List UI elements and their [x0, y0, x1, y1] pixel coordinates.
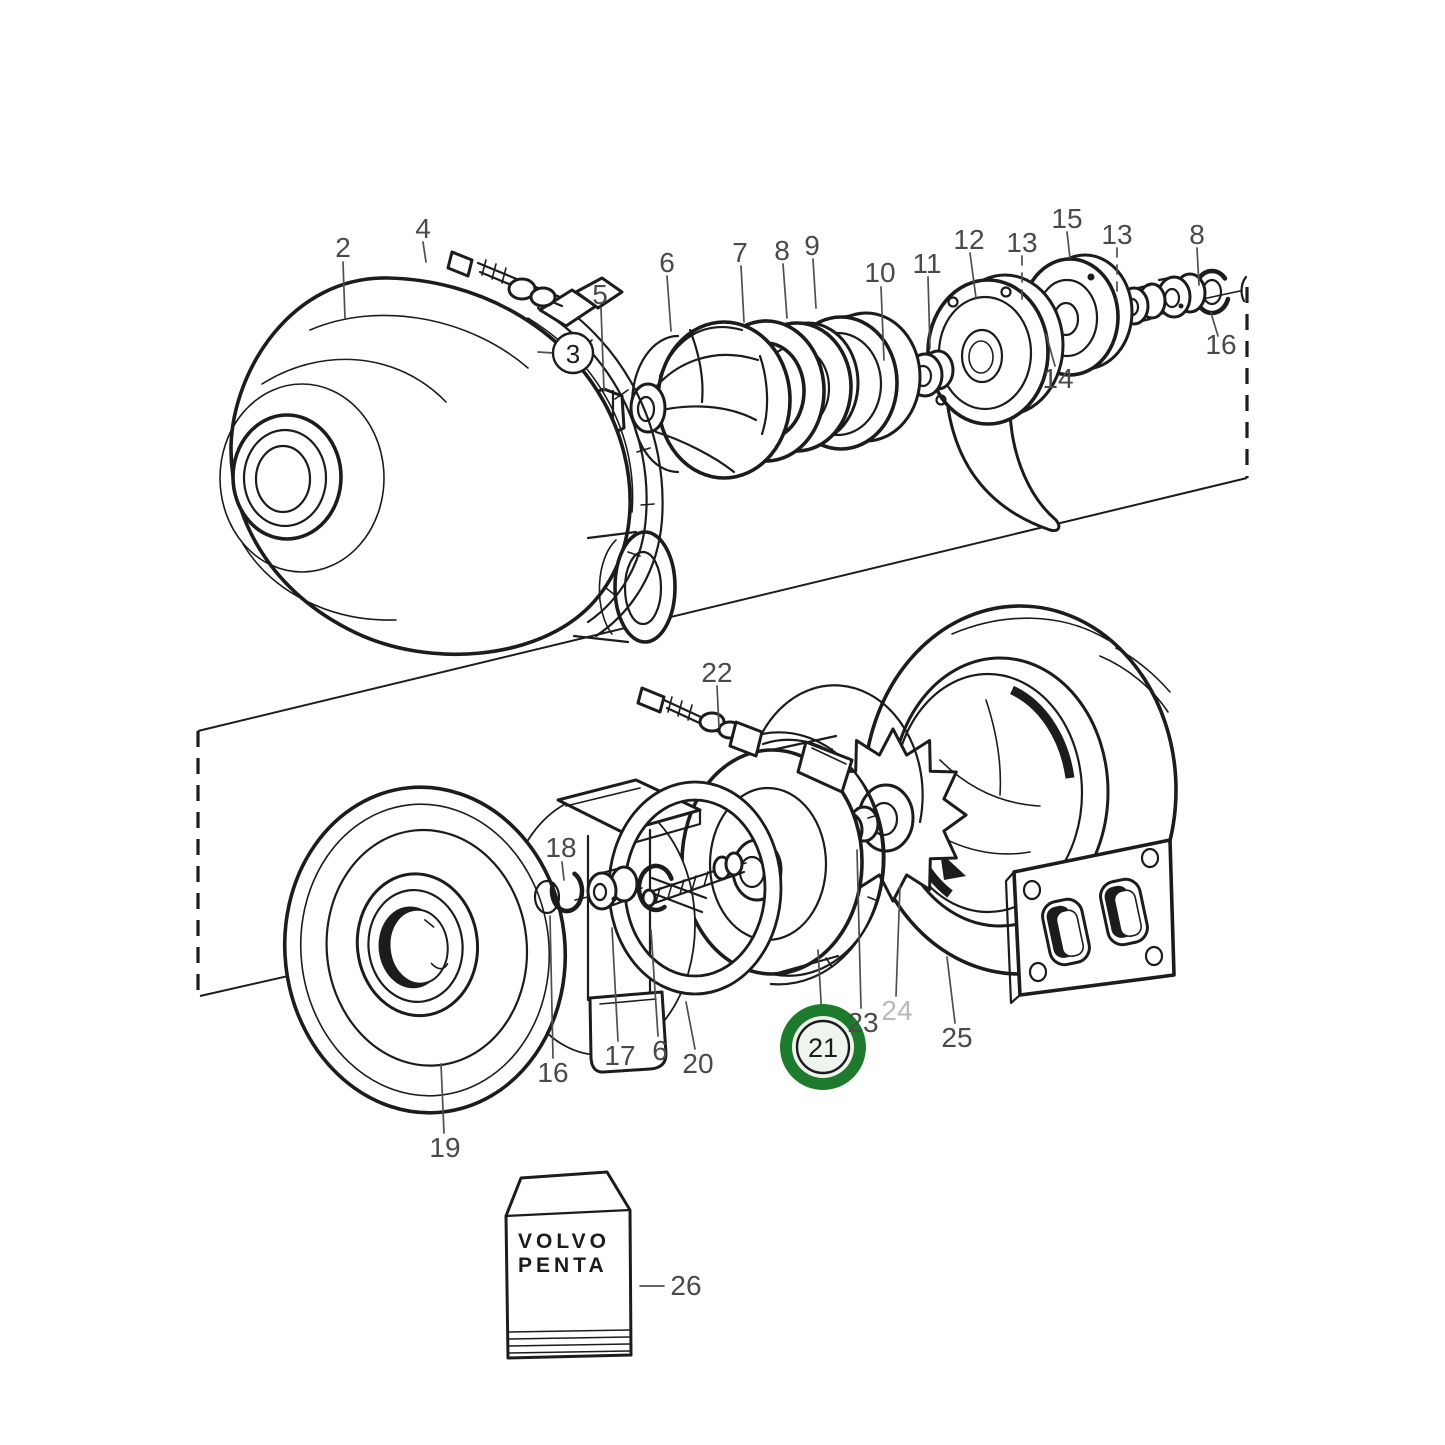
highlight-part-21: 21 — [780, 1004, 866, 1090]
bearing-housing-12 — [926, 273, 1065, 532]
brand-volvo: VOLVO — [518, 1230, 610, 1253]
shaft-and-small-parts — [533, 851, 747, 915]
part-label-18: 18 — [545, 832, 576, 863]
leader-lines — [342, 231, 1219, 1287]
part-label-5: 5 — [592, 279, 608, 310]
part-label-13: 13 — [1101, 219, 1132, 250]
part-label-4: 4 — [415, 213, 431, 244]
upper-assembly — [219, 250, 1248, 657]
part-label-15: 15 — [1051, 203, 1082, 234]
part-label-7: 7 — [732, 237, 748, 268]
highlight-ring-inner — [792, 1016, 854, 1078]
brand-penta: PENTA — [518, 1254, 608, 1277]
compressor-wheel-6 — [629, 320, 792, 480]
part-label-21-highlighted: 21 — [808, 1033, 838, 1063]
part-label-11: 11 — [912, 248, 941, 279]
lower-assembly: VOLVO PENTA — [282, 604, 1178, 1360]
part-label-17: 17 — [604, 1040, 635, 1071]
part-label-6: 6 — [652, 1035, 668, 1066]
compressor-housing-2 — [219, 276, 677, 657]
part-label-24: 24 — [881, 995, 912, 1026]
part-label-23: 23 — [847, 1007, 878, 1038]
part-label-8: 8 — [1189, 219, 1205, 250]
part-label-9: 9 — [804, 230, 820, 261]
part-label-8: 8 — [774, 235, 790, 266]
part-label-13: 13 — [1006, 227, 1037, 258]
part-label-2: 2 — [335, 232, 351, 263]
part-label-26: 26 — [670, 1270, 701, 1301]
part-label-10: 10 — [864, 257, 895, 288]
circled-reference-3: 3 — [551, 331, 595, 375]
part-label-12: 12 — [953, 224, 984, 255]
part-label-3-circled: 3 — [566, 339, 580, 369]
part-label-20: 20 — [682, 1048, 713, 1079]
seal-ring-20 — [607, 780, 783, 996]
part-label-16: 16 — [537, 1057, 568, 1088]
seal-carrier-8-upper — [1156, 272, 1207, 319]
part-label-14: 14 — [1042, 363, 1073, 394]
turbine-flange — [1004, 838, 1176, 1005]
gasket-kit-box-26: VOLVO PENTA — [504, 1170, 633, 1360]
part-label-25: 25 — [941, 1022, 972, 1053]
highlight-number-circle — [795, 1019, 851, 1075]
clamp-bolt-4 — [446, 250, 624, 328]
part-label-16: 16 — [1205, 329, 1236, 360]
part-label-19: 19 — [429, 1132, 460, 1163]
part-label-6: 6 — [659, 247, 675, 278]
part-label-22: 22 — [701, 657, 732, 688]
compressor-housing-19 — [282, 785, 568, 1115]
